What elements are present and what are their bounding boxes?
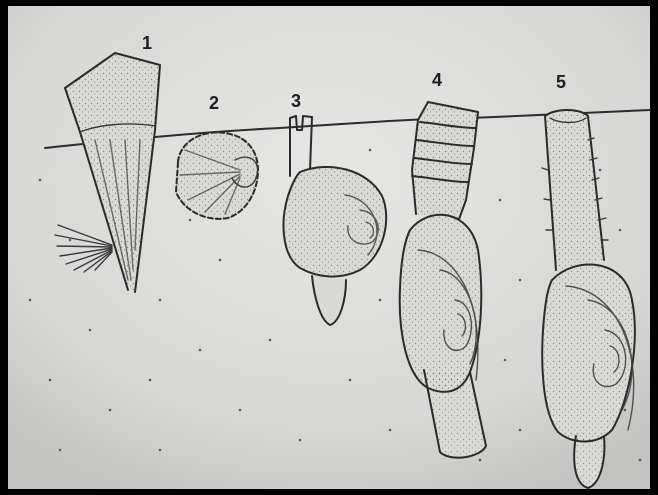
specimen-4-shell-stipple (400, 215, 482, 392)
label-1: 1 (142, 33, 152, 53)
specimen-2 (176, 132, 258, 218)
label-5: 5 (556, 72, 566, 92)
label-2: 2 (209, 93, 219, 113)
label-4: 4 (432, 70, 442, 90)
label-3: 3 (291, 91, 301, 111)
